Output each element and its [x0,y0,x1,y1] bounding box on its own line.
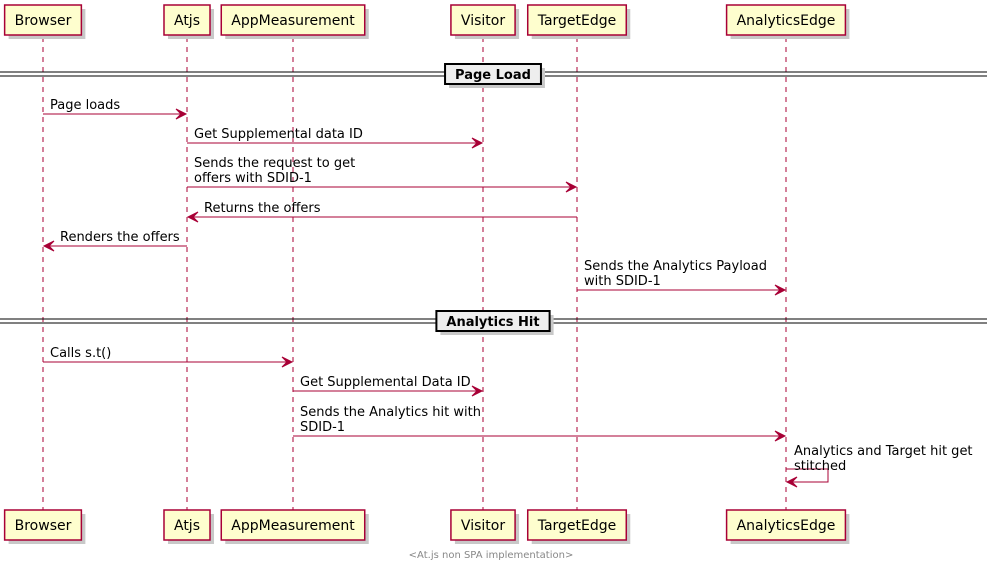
message-label: offers with SDID-1 [194,171,312,186]
message-label: Sends the request to get [194,156,355,171]
message-label: Sends the Analytics Payload [584,259,767,274]
arrowhead [785,476,798,488]
arrowhead [186,211,199,223]
participant-label: Atjs [174,518,200,534]
participant-visitor-top: Visitor [450,4,520,39]
participant-analyticsedge-top: AnalyticsEdge [725,4,850,39]
message-label: Get Supplemental data ID [194,127,363,142]
arrowhead [774,430,787,442]
message-label: Page loads [50,98,120,113]
participant-visitor-bottom: Visitor [450,509,520,544]
message-label: with SDID-1 [584,274,661,289]
participant-atjs-bottom: Atjs [163,509,215,544]
message-arrow [786,468,829,483]
message-appmeasurement-to-visitor: Get Supplemental Data ID [293,375,484,397]
participant-label: AppMeasurement [231,518,355,534]
participant-appmeasurement-bottom: AppMeasurement [220,509,369,544]
message-atjs-to-browser: Renders the offers [42,230,187,252]
participant-label: AnalyticsEdge [737,518,836,534]
message-label: Returns the offers [204,201,321,216]
participant-label: AnalyticsEdge [737,13,836,29]
participant-browser-bottom: Browser [3,509,86,544]
participant-analyticsedge-bottom: AnalyticsEdge [725,509,850,544]
participant-atjs-top: Atjs [163,4,215,39]
arrowhead [175,108,188,120]
diagram-footer: <At.js non SPA implementation> [409,550,574,561]
participant-appmeasurement-top: AppMeasurement [220,4,369,39]
section-divider: Analytics Hit [0,310,987,335]
participant-browser-top: Browser [3,4,86,39]
arrowhead [471,385,484,397]
message-label: Renders the offers [60,230,180,245]
arrowhead [42,240,55,252]
message-label: Sends the Analytics hit with [300,405,481,420]
message-browser-to-atjs: Page loads [43,98,188,120]
message-label: Calls s.t() [50,346,111,361]
participant-targetedge-bottom: TargetEdge [526,509,631,544]
message-label: Get Supplemental Data ID [300,375,471,390]
arrowhead [565,181,578,193]
message-atjs-to-visitor: Get Supplemental data ID [187,127,484,149]
message-label: SDID-1 [300,420,345,435]
participant-label: TargetEdge [537,518,617,534]
participant-label: Browser [15,518,72,534]
arrowhead [281,356,294,368]
section-title: Page Load [455,68,531,83]
participant-targetedge-top: TargetEdge [526,4,631,39]
participant-label: Visitor [461,13,505,29]
message-browser-to-appmeasurement: Calls s.t() [43,346,294,368]
participant-label: Browser [15,13,72,29]
participant-label: Visitor [461,518,505,534]
message-label: Analytics and Target hit get [794,444,973,459]
participant-label: TargetEdge [537,13,617,29]
section-divider: Page Load [0,63,987,88]
message-label: stitched [794,459,846,474]
arrowhead [774,284,787,296]
participant-label: AppMeasurement [231,13,355,29]
arrowhead [471,137,484,149]
message-targetedge-to-atjs: Returns the offers [186,201,577,223]
participant-label: Atjs [174,13,200,29]
section-title: Analytics Hit [446,315,539,330]
